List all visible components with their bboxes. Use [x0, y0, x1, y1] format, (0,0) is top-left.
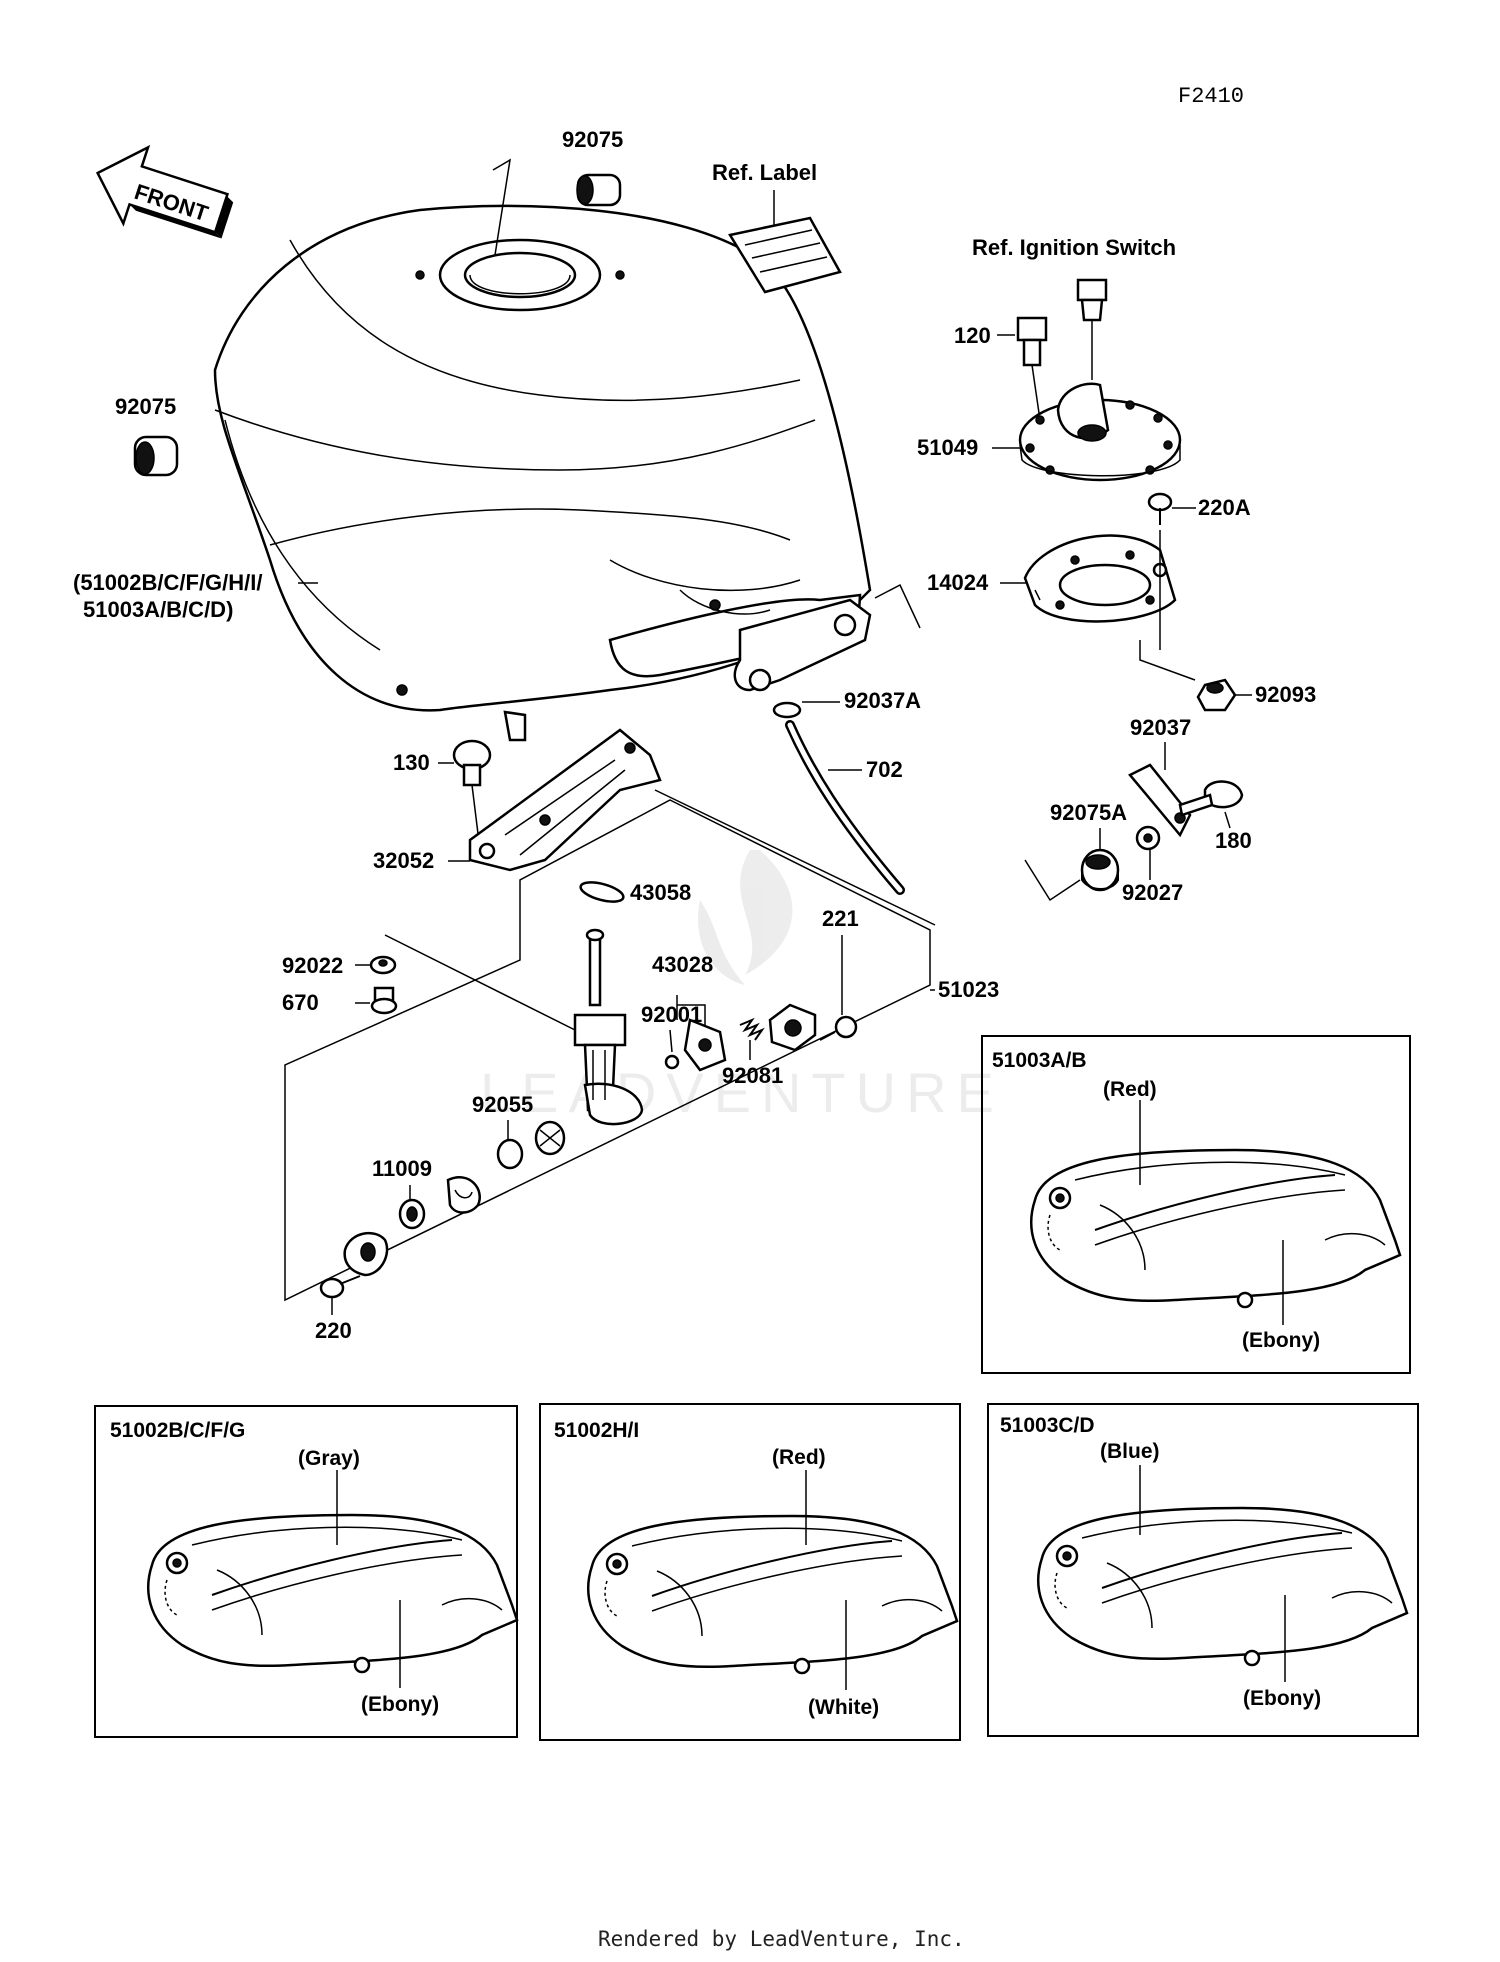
- figure-code: F2410: [1178, 84, 1244, 109]
- seal-ring: [446, 1176, 481, 1214]
- variant-stripe-color: (Gray): [298, 1447, 360, 1470]
- o-ring-92055: [496, 1138, 524, 1170]
- callout-32052: 32052: [373, 848, 434, 873]
- bolt-130: [452, 739, 492, 787]
- leader-line: [676, 995, 706, 1030]
- callout-11009: 11009: [372, 1156, 432, 1181]
- watermark-flame-icon: [698, 850, 793, 985]
- variant-code: 51002B/C/F/G: [110, 1419, 245, 1442]
- flange-plate: [343, 1231, 389, 1277]
- bolt-120: [1016, 316, 1048, 367]
- nut-92093: [1196, 678, 1237, 712]
- leader-line: [874, 583, 921, 629]
- callout-92037A: 92037A: [844, 688, 921, 713]
- fuel-tank: [213, 204, 872, 742]
- variant-box-51002B-C-F-G: 51002B/C/F/G (Gray) (Ebony): [94, 1405, 519, 1738]
- watermark-text: LEADVENTURE: [480, 1061, 1004, 1124]
- ignition-switch-plug: [1076, 278, 1108, 322]
- fuel-cap-51049: [1018, 382, 1182, 482]
- bracket-32052: [468, 728, 662, 872]
- callout-92022: 92022: [282, 953, 343, 978]
- vent-hose-702: [785, 720, 905, 895]
- variant-body-color: (Ebony): [361, 1693, 439, 1716]
- screw-220A: [1147, 492, 1173, 525]
- leader-line: [492, 158, 511, 256]
- leader-line: [669, 1029, 673, 1053]
- callout-92075-left: 92075: [115, 394, 176, 419]
- lever-plate: [768, 1003, 817, 1052]
- variant-stripe-color: (Blue): [1100, 1440, 1160, 1463]
- variant-box-51002H-I: 51002H/I (Red) (White): [539, 1403, 961, 1741]
- callout-670: 92001: [641, 1002, 702, 1027]
- callout-702: 702: [866, 757, 903, 782]
- clip-92037A: [772, 701, 802, 719]
- callout-ref-ignition-switch: Ref. Ignition Switch: [972, 235, 1176, 260]
- callout-92093: 92093: [1255, 682, 1316, 707]
- damper-92075-left: [133, 435, 179, 477]
- callout-tank-models-line2: 51003A/B/C/D): [83, 597, 233, 622]
- leader-line: [1031, 364, 1041, 421]
- leader-line: [1024, 859, 1081, 902]
- screw-221: [819, 1015, 858, 1041]
- spring-92081: [739, 1017, 765, 1041]
- variant-code: 51003A/B: [992, 1049, 1087, 1072]
- washer-92022: [369, 955, 397, 975]
- bolt-180: [1178, 780, 1244, 817]
- callout-14024: 14024: [927, 570, 989, 595]
- fuel-cock-body-51023: [573, 928, 644, 1126]
- reference-label-sticker: [728, 216, 842, 294]
- callout-tank-models-line1: (51002B/C/F/G/H/I/: [73, 570, 263, 595]
- variant-body-color: (Ebony): [1242, 1329, 1320, 1352]
- variant-box-51003C-D: 51003C/D (Blue) (Ebony): [987, 1403, 1419, 1737]
- drain-screw-92001: [370, 986, 398, 1015]
- leader-line: [1139, 530, 1196, 681]
- callout-43058: 43058: [630, 880, 691, 905]
- o-ring-670: [664, 1054, 680, 1070]
- callout-221: 221: [822, 906, 859, 931]
- callout-92075A: 92075A: [1050, 800, 1127, 825]
- callout-220: 220: [315, 1318, 352, 1343]
- variant-stripe-color: (Red): [772, 1446, 826, 1469]
- variant-code: 51003C/D: [1000, 1414, 1095, 1437]
- callout-92055: 92055: [472, 1092, 533, 1117]
- callout-43028: 43028: [652, 952, 713, 977]
- callout-92027: 92027: [1122, 880, 1183, 905]
- filler-neck-ring-14024: [1023, 534, 1177, 623]
- fuel-cock-assembly-outline: [284, 799, 931, 1302]
- callout-51049: 51049: [917, 435, 978, 460]
- variant-code: 51002H/I: [554, 1419, 639, 1442]
- leader-line: [1224, 811, 1231, 829]
- callout-92081: 92081: [722, 1063, 783, 1088]
- variant-body-color: (White): [808, 1696, 879, 1719]
- callout-180: 180: [1215, 828, 1252, 853]
- leader-line: [384, 934, 576, 1031]
- callout-92037: 92037: [1130, 715, 1191, 740]
- callout-51023: 51023: [938, 977, 999, 1002]
- damper-92075-top: [576, 173, 622, 207]
- leader-line: [654, 789, 936, 926]
- callout-130: 130: [393, 750, 430, 775]
- gasket-11009: [398, 1198, 426, 1230]
- callout-92001: 670: [282, 990, 319, 1015]
- washer-92027: [1135, 825, 1161, 851]
- variant-stripe-color: (Red): [1103, 1078, 1157, 1101]
- screw-220: [319, 1275, 361, 1299]
- footer-credit: Rendered by LeadVenture, Inc.: [598, 1927, 965, 1951]
- front-direction-arrow-icon: [95, 144, 234, 239]
- callout-92075-top: 92075: [562, 127, 623, 152]
- variant-body-color: (Ebony): [1243, 1687, 1321, 1710]
- callout-220A: 220A: [1198, 495, 1251, 520]
- strainer: [534, 1120, 566, 1156]
- bracket-92037: [1128, 763, 1192, 838]
- callout-ref-label: Ref. Label: [712, 160, 817, 185]
- callout-120: 120: [954, 323, 991, 348]
- damper-92075A: [1080, 848, 1120, 892]
- o-ring-43058: [579, 881, 625, 903]
- diaphragm-43028: [683, 1018, 727, 1072]
- variant-box-51003A-B: 51003A/B (Red) (Ebony): [981, 1035, 1411, 1374]
